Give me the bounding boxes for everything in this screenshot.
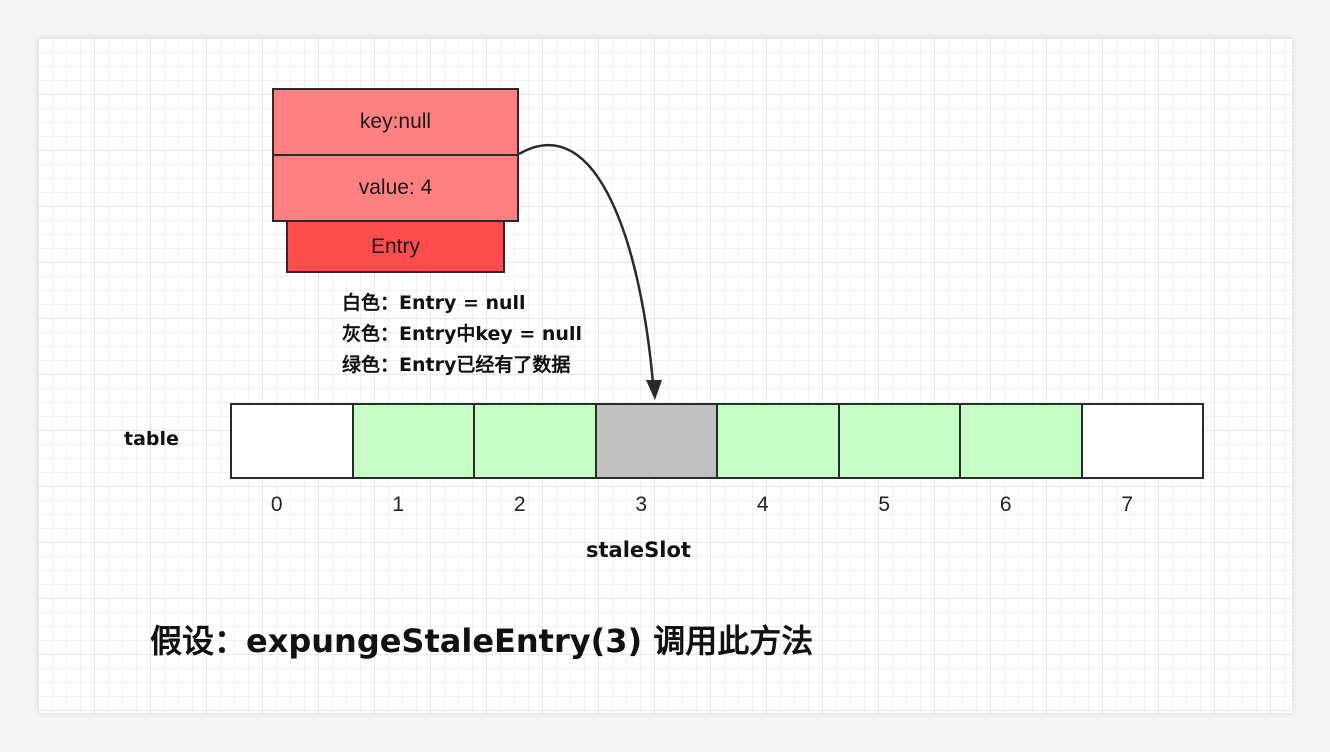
entry-value-label: value: 4 (358, 176, 433, 199)
entry-to-slot-arrow (518, 144, 662, 400)
table-slot-1 (351, 403, 475, 479)
entry-key-box: key:null (272, 88, 519, 156)
diagram-canvas: key:null value: 4 Entry 白色：Entry = null … (38, 38, 1292, 713)
slot-index-4: 4 (756, 493, 769, 516)
caption: 假设：expungeStaleEntry(3) 调用此方法 (150, 622, 814, 660)
slot-index-1: 1 (392, 493, 405, 516)
table-label: table (124, 428, 179, 450)
slot-index-5: 5 (878, 493, 891, 516)
entry-key-label: key:null (359, 110, 432, 133)
legend-gray: 灰色：Entry中key = null (342, 323, 582, 345)
legend-white: 白色：Entry = null (342, 292, 526, 314)
slot-index-2: 2 (513, 493, 526, 516)
legend-green: 绿色：Entry已经有了数据 (342, 354, 571, 376)
slot-index-0: 0 (270, 493, 283, 516)
legend: 白色：Entry = null 灰色：Entry中key = null 绿色：E… (342, 288, 582, 381)
stale-slot-label: staleSlot (586, 538, 691, 562)
table-slot-5 (837, 403, 961, 479)
slot-index-3: 3 (635, 493, 648, 516)
table-slot-7 (1080, 403, 1204, 479)
slot-index-7: 7 (1121, 493, 1134, 516)
entry-name-label: Entry (370, 234, 420, 258)
slot-index-6: 6 (999, 493, 1012, 516)
table-slot-2 (473, 403, 597, 479)
entry-name-box: Entry (286, 220, 505, 273)
table-slot-0 (230, 403, 354, 479)
